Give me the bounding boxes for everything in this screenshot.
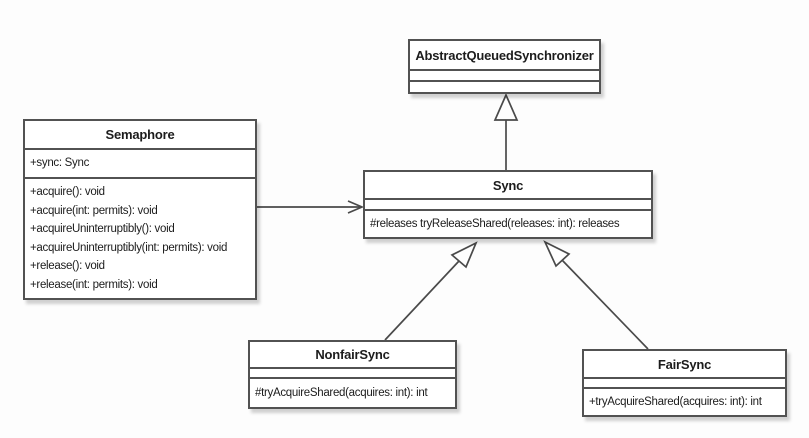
association-arrow-semaphore-to-sync (257, 200, 365, 214)
method-item: +tryAcquireShared(acquires: int): int (589, 395, 762, 408)
attributes-compartment (365, 200, 651, 211)
generalization-arrow-nonfairsync-to-sync (384, 241, 478, 341)
class-title: AbstractQueuedSynchronizer (410, 41, 599, 71)
method-item: +acquireUninterruptibly(): void (30, 223, 175, 235)
class-box-abstractqueuedsynchronizer: AbstractQueuedSynchronizer (408, 39, 601, 94)
class-title: NonfairSync (250, 342, 455, 369)
attributes-compartment (584, 379, 785, 389)
methods-compartment: #releases tryReleaseShared(releases: int… (365, 211, 651, 237)
class-title: FairSync (584, 351, 785, 379)
method-item: +acquireUninterruptibly(int: permits): v… (30, 241, 228, 254)
class-box-nonfairsync: NonfairSync #tryAcquireShared(acquires: … (248, 340, 457, 409)
methods-compartment (410, 82, 599, 92)
class-box-semaphore: Semaphore +sync: Sync +acquire(): void+a… (23, 119, 257, 300)
attribute-item: +sync: Sync (30, 157, 90, 170)
class-box-fairsync: FairSync +tryAcquireShared(acquires: int… (582, 349, 787, 417)
method-item: +release(): void (30, 260, 105, 272)
method-item: +acquire(int: permits): void (30, 204, 158, 217)
attributes-compartment: +sync: Sync (25, 150, 255, 179)
method-item: +release(int: permits): void (30, 278, 158, 291)
class-title: Semaphore (25, 121, 255, 150)
class-title: Sync (365, 172, 651, 200)
methods-compartment: +tryAcquireShared(acquires: int): int (584, 389, 785, 415)
method-item: #releases tryReleaseShared(releases: int… (370, 217, 620, 230)
method-item: #tryAcquireShared(acquires: int): int (255, 386, 428, 399)
method-item: +acquire(): void (30, 186, 105, 198)
class-box-sync: Sync #releases tryReleaseShared(releases… (363, 170, 653, 239)
methods-compartment: +acquire(): void +acquire(int: permits): … (25, 179, 255, 298)
attributes-compartment (250, 369, 455, 379)
generalization-arrow-fairsync-to-sync (543, 240, 649, 350)
attributes-compartment (410, 71, 599, 82)
methods-compartment: #tryAcquireShared(acquires: int): int (250, 379, 455, 407)
generalization-arrow-sync-to-abstractqueuedsynchronizer (493, 92, 519, 170)
